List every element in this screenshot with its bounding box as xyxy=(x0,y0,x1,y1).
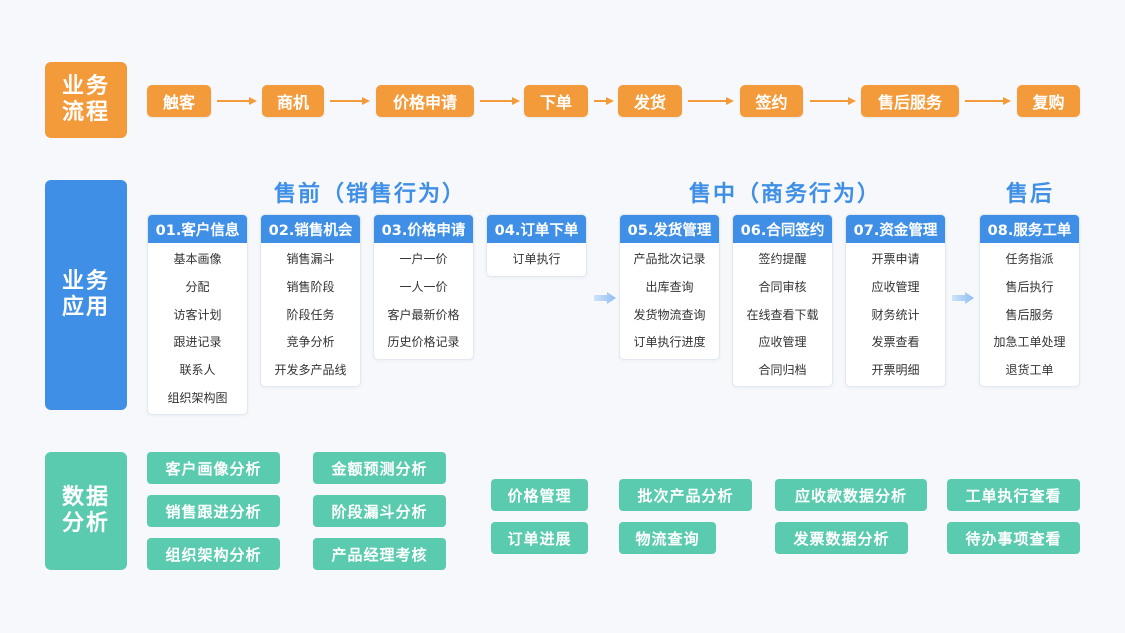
analysis-chip: 客户画像分析 xyxy=(147,452,280,484)
module-item: 在线查看下载 xyxy=(746,307,819,322)
section-label-analysis-text: 数据分析 xyxy=(61,485,110,536)
group-title-presale: 售前（销售行为） xyxy=(273,182,466,207)
analysis-chip: 产品经理考核 xyxy=(313,538,446,570)
module-title: 04.订单下单 xyxy=(487,215,586,243)
analysis-chip: 阶段漏斗分析 xyxy=(313,495,446,527)
module-item: 开发多产品线 xyxy=(274,363,347,378)
module-item: 访客计划 xyxy=(173,307,222,322)
analysis-chip: 组织架构分析 xyxy=(147,538,280,570)
module-item: 售后执行 xyxy=(1005,280,1054,295)
module-card-shipping: 05.发货管理 产品批次记录 出库查询 发货物流查询 订单执行进度 xyxy=(619,214,720,360)
module-item: 出库查询 xyxy=(645,280,694,295)
process-step-3: 价格申请 xyxy=(376,85,474,117)
module-item: 应收管理 xyxy=(758,335,807,350)
module-item: 应收管理 xyxy=(871,280,920,295)
process-arrow-4 xyxy=(594,96,614,106)
module-card-service-ticket: 08.服务工单 任务指派 售后执行 售后服务 加急工单处理 退货工单 xyxy=(979,214,1080,388)
module-item: 退货工单 xyxy=(1005,363,1054,378)
module-item: 竞争分析 xyxy=(286,335,335,350)
analysis-chip: 待办事项查看 xyxy=(947,522,1080,554)
analysis-chip: 金额预测分析 xyxy=(313,452,446,484)
module-item: 合同归档 xyxy=(758,363,807,378)
module-card-customer-info: 01.客户信息 基本画像 分配 访客计划 跟进记录 联系人 组织架构图 xyxy=(147,214,248,416)
process-arrow-2 xyxy=(330,96,370,106)
process-arrow-1 xyxy=(217,96,257,106)
section-label-process-text: 业务流程 xyxy=(61,74,110,125)
module-card-order: 04.订单下单 订单执行 xyxy=(486,214,587,277)
module-item: 销售阶段 xyxy=(286,280,335,295)
module-title: 02.销售机会 xyxy=(261,215,360,243)
analysis-chip: 销售跟进分析 xyxy=(147,495,280,527)
process-step-7: 售后服务 xyxy=(861,85,959,117)
module-item: 跟进记录 xyxy=(173,335,222,350)
module-item: 加急工单处理 xyxy=(993,335,1066,350)
analysis-chip: 价格管理 xyxy=(491,479,588,511)
module-title: 05.发货管理 xyxy=(620,215,719,243)
analysis-chip: 应收款数据分析 xyxy=(775,479,927,511)
process-arrow-6 xyxy=(810,96,856,106)
process-step-2: 商机 xyxy=(262,85,324,117)
flow-arrow-icon xyxy=(594,292,616,304)
module-item: 签约提醒 xyxy=(758,252,807,267)
module-title: 06.合同签约 xyxy=(733,215,832,243)
module-item: 联系人 xyxy=(179,363,216,378)
process-arrow-7 xyxy=(965,96,1011,106)
analysis-chip: 工单执行查看 xyxy=(947,479,1080,511)
module-item: 一户一价 xyxy=(399,252,448,267)
process-step-5: 发货 xyxy=(618,85,682,117)
module-card-price-request: 03.价格申请 一户一价 一人一价 客户最新价格 历史价格记录 xyxy=(373,214,474,360)
process-arrow-5 xyxy=(688,96,734,106)
module-item: 合同审核 xyxy=(758,280,807,295)
module-item: 售后服务 xyxy=(1005,307,1054,322)
module-title: 07.资金管理 xyxy=(846,215,945,243)
module-item: 基本画像 xyxy=(173,252,222,267)
module-item: 产品批次记录 xyxy=(633,252,706,267)
process-step-1: 触客 xyxy=(147,85,211,117)
section-label-application: 业务应用 xyxy=(45,180,127,410)
section-label-application-text: 业务应用 xyxy=(61,269,110,320)
process-step-4: 下单 xyxy=(524,85,588,117)
section-label-process: 业务流程 xyxy=(45,62,127,138)
module-item: 开票明细 xyxy=(871,363,920,378)
module-item: 财务统计 xyxy=(871,307,920,322)
module-item: 任务指派 xyxy=(1005,252,1054,267)
analysis-chip: 发票数据分析 xyxy=(775,522,908,554)
module-card-funds: 07.资金管理 开票申请 应收管理 财务统计 发票查看 开票明细 xyxy=(845,214,946,388)
module-item: 一人一价 xyxy=(399,280,448,295)
analysis-chip: 订单进展 xyxy=(491,522,588,554)
module-item: 阶段任务 xyxy=(286,307,335,322)
module-item: 销售漏斗 xyxy=(286,252,335,267)
module-item: 发票查看 xyxy=(871,335,920,350)
analysis-chip: 批次产品分析 xyxy=(619,479,752,511)
flow-arrow-icon xyxy=(952,292,974,304)
group-title-insale: 售中（商务行为） xyxy=(688,182,881,207)
module-title: 08.服务工单 xyxy=(980,215,1079,243)
module-item: 开票申请 xyxy=(871,252,920,267)
module-item: 发货物流查询 xyxy=(633,307,706,322)
process-arrow-3 xyxy=(480,96,520,106)
module-item: 订单执行 xyxy=(512,252,561,267)
section-label-analysis: 数据分析 xyxy=(45,452,127,570)
module-item: 组织架构图 xyxy=(167,390,228,405)
module-card-sales-opportunity: 02.销售机会 销售漏斗 销售阶段 阶段任务 竞争分析 开发多产品线 xyxy=(260,214,361,388)
process-step-6: 签约 xyxy=(740,85,803,117)
analysis-chip: 物流查询 xyxy=(619,522,716,554)
module-item: 分配 xyxy=(185,280,210,295)
module-item: 历史价格记录 xyxy=(387,335,460,350)
module-title: 01.客户信息 xyxy=(148,215,247,243)
module-card-contract: 06.合同签约 签约提醒 合同审核 在线查看下载 应收管理 合同归档 xyxy=(732,214,833,388)
process-step-8: 复购 xyxy=(1017,85,1080,117)
group-title-aftersale: 售后 xyxy=(1005,182,1054,207)
module-title: 03.价格申请 xyxy=(374,215,473,243)
module-item: 订单执行进度 xyxy=(633,335,706,350)
module-item: 客户最新价格 xyxy=(387,307,460,322)
